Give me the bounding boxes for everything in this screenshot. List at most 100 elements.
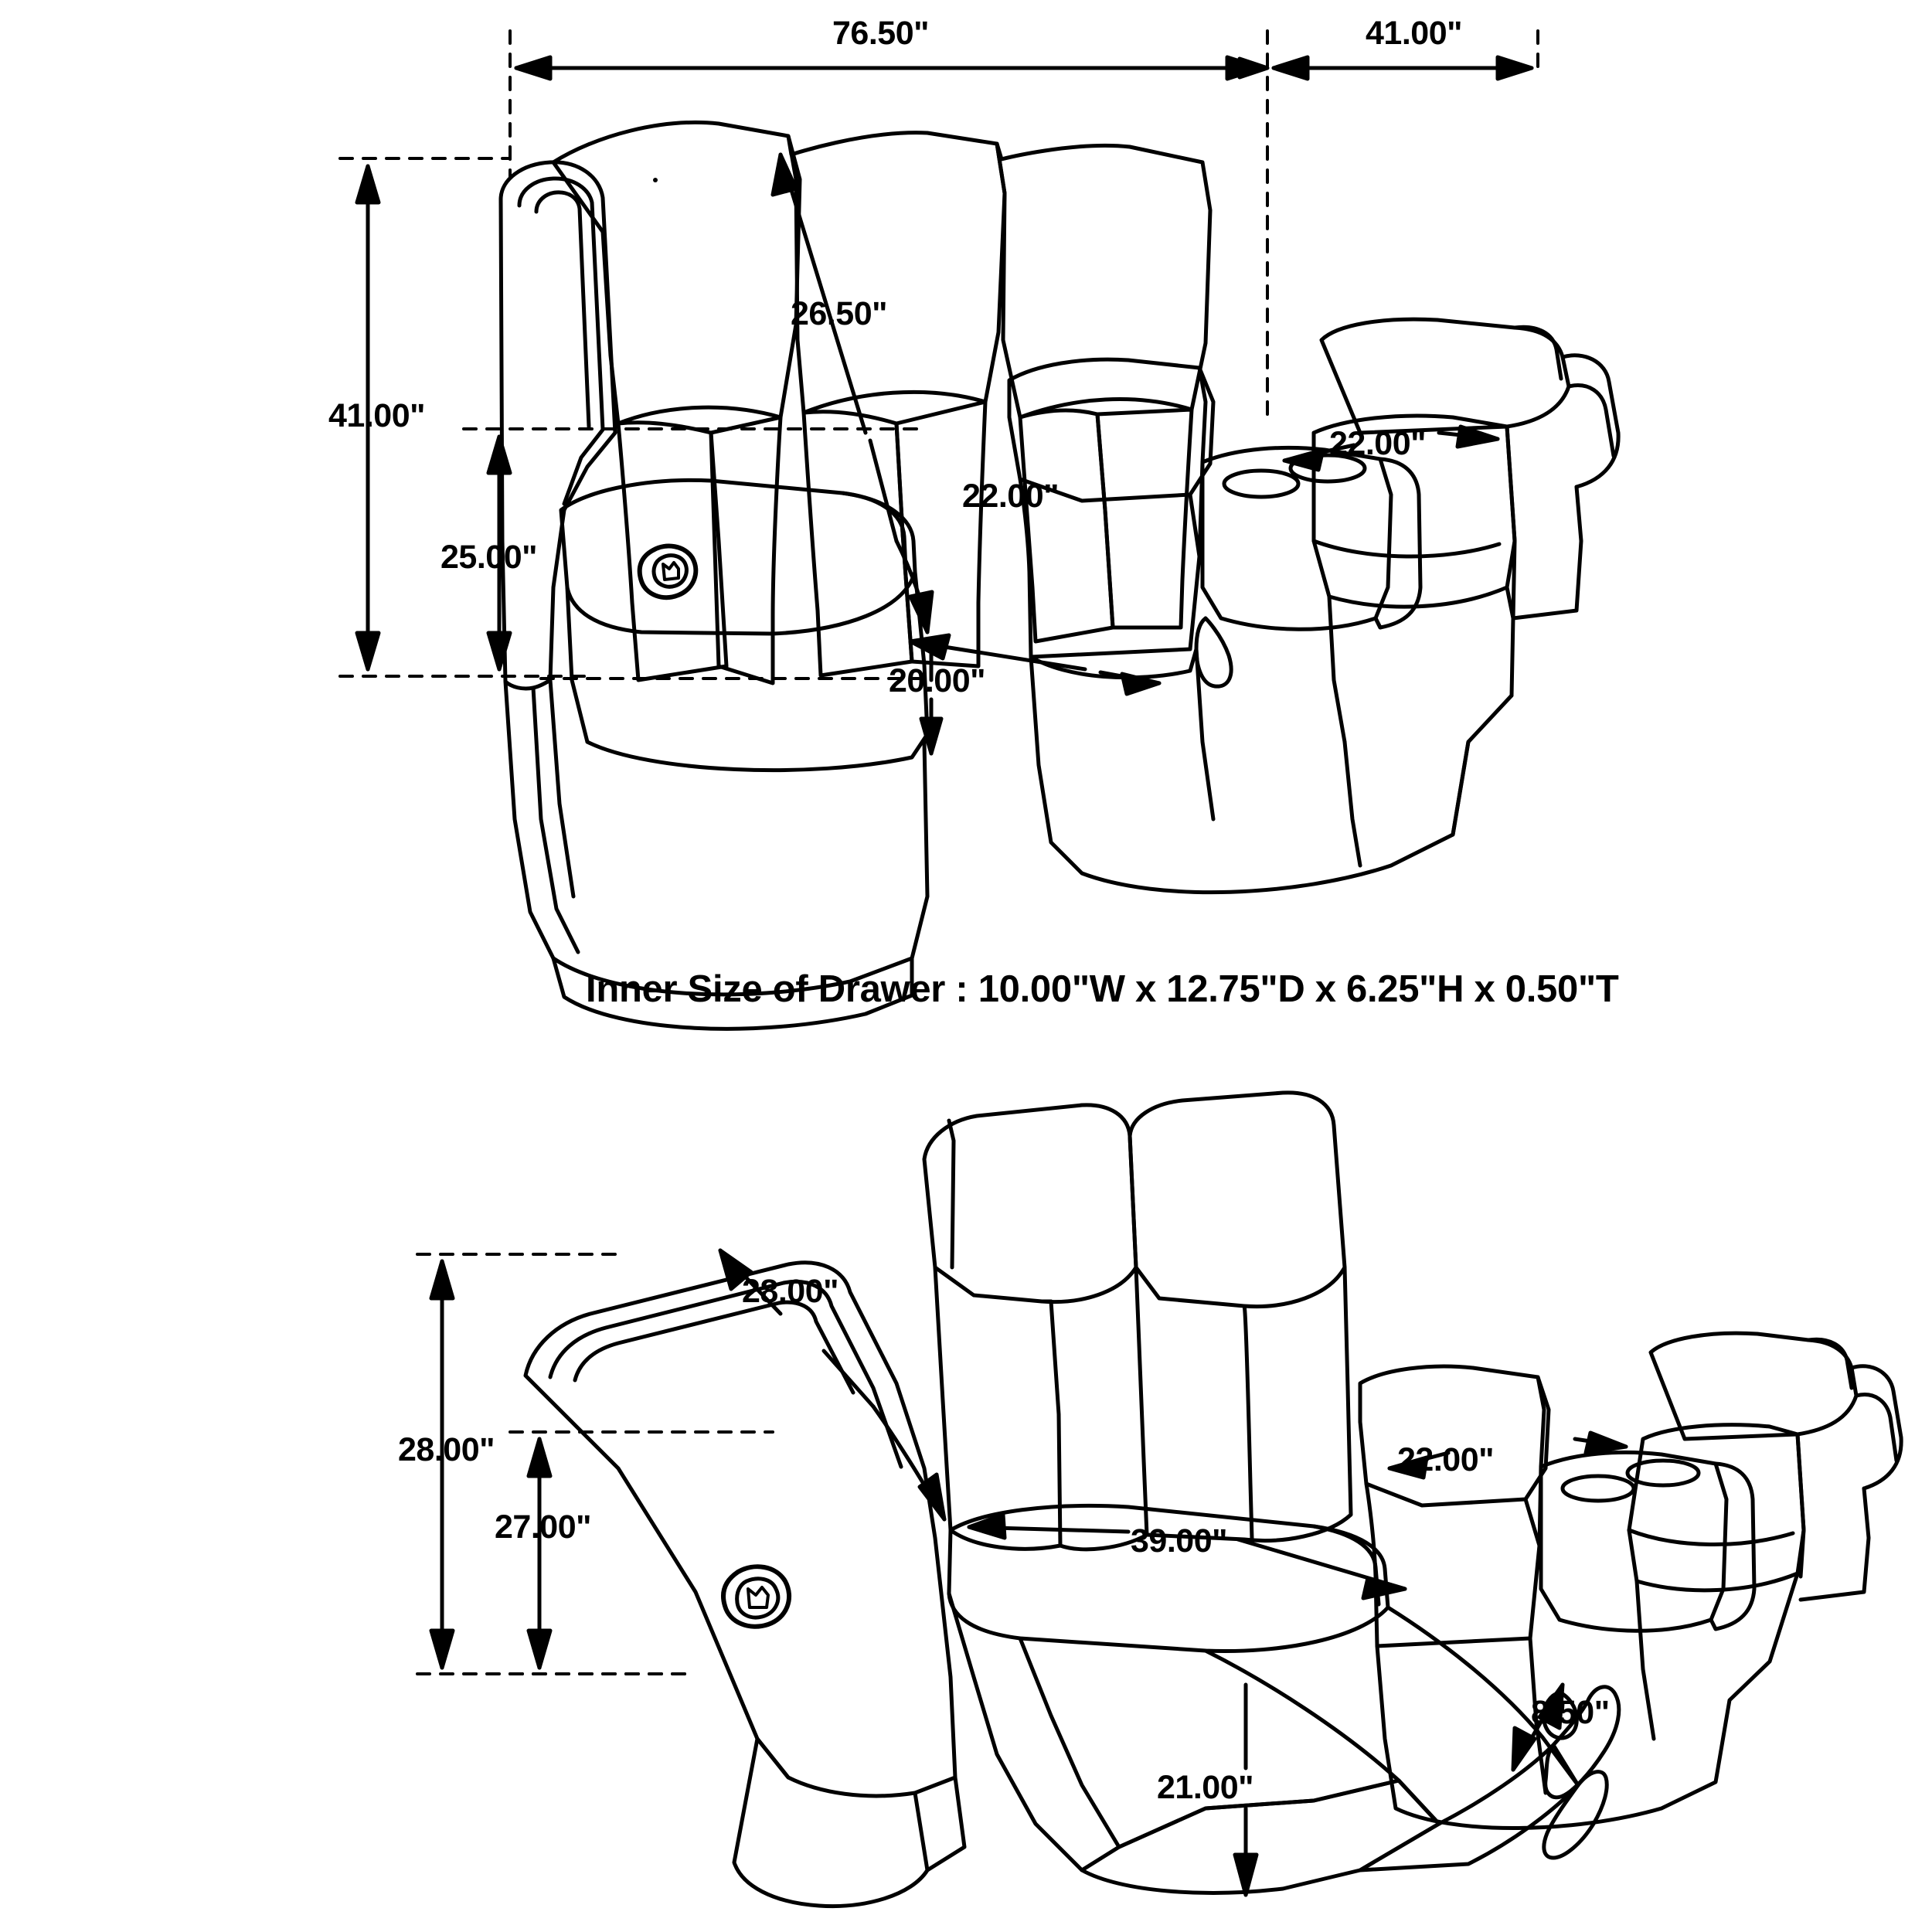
- reclined-cupholder-right: [1625, 1458, 1701, 1488]
- left-seat-crease: [840, 491, 908, 571]
- dim-leader-reclined-seat-depth: [1387, 1430, 1628, 1480]
- recliner-handle-inner: [651, 553, 689, 589]
- reclined-console-edge: [1523, 1497, 1542, 1548]
- dim-line-reclined-arm-height: [526, 1437, 553, 1670]
- reclined-headrest-left-crease: [947, 1118, 956, 1270]
- reclined-arm-bottom: [732, 1736, 930, 1909]
- dim-leader-reclined-back-depth: [718, 1248, 947, 1522]
- cupholder-right: [1288, 453, 1367, 484]
- dim-label-seat-depth-right: 22.00": [1329, 425, 1427, 462]
- reclined-console-armrest-crease: [1536, 1375, 1546, 1469]
- footrest-inner-guide: [1018, 1636, 1121, 1849]
- dim-label-footrest-thickness: 8.50": [1531, 1694, 1610, 1731]
- reclined-console-front: [1364, 1464, 1543, 1648]
- console-front-face: [1018, 460, 1205, 659]
- reclined-right-base-crease2: [1634, 1579, 1656, 1741]
- reclined-back-crease-r: [1242, 1304, 1254, 1542]
- console-edge-r: [1188, 492, 1202, 559]
- dim-leader-seat-height: [919, 639, 944, 756]
- reclined-right-arm-roll: [1849, 1364, 1903, 1491]
- left-base-inner-line: [531, 685, 580, 954]
- left-base-bottom-edge: [551, 956, 914, 1031]
- reclined-right-seat-crease: [1627, 1528, 1795, 1547]
- dim-label-overall-depth: 41.00": [1366, 15, 1463, 52]
- dim-label-reclined-height: 28.00": [398, 1431, 495, 1468]
- dim-label-reclined-seat-depth: 22.00": [1397, 1441, 1495, 1478]
- footrest-seam-1: [1117, 1778, 1401, 1849]
- dim-leader-seat-depth-right: [1282, 424, 1500, 472]
- reclined-right-base: [1375, 1571, 1800, 1831]
- reclined-right-base-crease: [1528, 1636, 1548, 1795]
- reclined-left-arm-outer: [523, 1260, 957, 1798]
- dim-line-overall-depth: [1237, 55, 1534, 81]
- console-right-wall: [1373, 457, 1423, 630]
- left-base-inner-line-2: [548, 678, 576, 899]
- reclined-recliner-handle-outer: [721, 1564, 791, 1629]
- dim-label-back-height: 26.50": [791, 295, 888, 332]
- left-seat-front-bottom: [585, 732, 930, 773]
- back-lower-right: [1018, 408, 1115, 644]
- console-release-handle: [1194, 616, 1233, 689]
- reclined-right-arm-lower: [1798, 1486, 1871, 1602]
- right-arm-outer-roll-2: [1566, 383, 1616, 458]
- left-arm-inner-2: [534, 190, 591, 429]
- dim-line-overall-height: [355, 164, 381, 672]
- reclined-right-seat: [1627, 1423, 1806, 1593]
- dim-leader-back-height: [770, 152, 934, 634]
- console-armrest-top: [1007, 357, 1216, 503]
- dim-line-overall-width: [514, 55, 1264, 81]
- reclined-back-lower-mid: [1058, 1265, 1149, 1552]
- reclined-right-arm-crease: [1806, 1337, 1854, 1390]
- back-cushion-left-top: [551, 120, 802, 426]
- left-arm-inner-1: [517, 176, 605, 506]
- dim-label-reclined-extension: 39.00": [1131, 1522, 1228, 1560]
- dim-label-seat-depth-left: 22.00": [962, 478, 1060, 515]
- footrest-panel-lower: [1080, 1778, 1441, 1895]
- reclined-headrest-left: [922, 1103, 1138, 1304]
- reclined-console-right-wall: [1709, 1461, 1757, 1631]
- back-lower-mid-b: [894, 400, 988, 668]
- footrest-left-guide: [947, 1591, 1084, 1872]
- reclined-cupholder-left: [1560, 1474, 1636, 1503]
- reclined-arm-seam: [755, 1736, 791, 1780]
- reclined-right-arm: [1648, 1331, 1859, 1441]
- witness-lines-bottom: [416, 1253, 774, 1675]
- right-base-crease-3: [1451, 740, 1471, 837]
- right-arm-outer-roll: [1560, 353, 1621, 489]
- reclined-recliner-handle-glyph: [747, 1586, 770, 1609]
- back-lower-left-b: [709, 415, 783, 685]
- reclined-left-arm-inner-2: [573, 1300, 855, 1395]
- right-arm-lower: [1511, 485, 1583, 621]
- dim-label-arm-height: 25.00": [440, 539, 538, 576]
- reclined-console-armrest: [1358, 1364, 1551, 1508]
- reclined-arm-bottom-right: [925, 1775, 967, 1872]
- footrest-mid-guide: [1203, 1648, 1441, 1826]
- dim-leader-footrest-thickness: [1511, 1682, 1565, 1772]
- back-cushion-mid-top: [786, 131, 1007, 415]
- reclined-back-lower-left: [933, 1265, 1063, 1551]
- console-armrest-crease: [1197, 366, 1208, 464]
- dim-label-overall-width: 76.50": [832, 15, 930, 52]
- left-arm-outer: [498, 160, 617, 691]
- right-arm-crease-1: [1512, 325, 1563, 381]
- dim-label-seat-height: 20.00": [889, 662, 986, 699]
- back-lower-left: [616, 420, 729, 682]
- dim-label-overall-height: 41.00": [328, 397, 426, 434]
- cupholder-left: [1222, 468, 1301, 499]
- right-base-front: [1029, 655, 1514, 895]
- dim-line-reclined-height: [429, 1259, 455, 1670]
- reclined-right-arm-roll-2: [1854, 1393, 1899, 1463]
- reclined-left-arm-inner-1: [548, 1280, 903, 1469]
- back-lower-mid: [801, 410, 914, 678]
- reclined-recliner-handle-inner: [735, 1577, 781, 1620]
- left-base-front: [503, 679, 930, 997]
- dim-label-reclined-arm-height: 27.00": [495, 1509, 592, 1546]
- drawer-size-note: Inner Size of Drawer : 10.00"W x 12.75"D…: [586, 968, 1619, 1010]
- footrest-end-plate: [1543, 1685, 1621, 1800]
- right-base-crease-2: [1342, 740, 1362, 868]
- left-seat-front-left: [565, 585, 590, 744]
- dim-leader-footrest-height: [1233, 1682, 1259, 1897]
- footrest-end-plate-lower: [1542, 1770, 1609, 1860]
